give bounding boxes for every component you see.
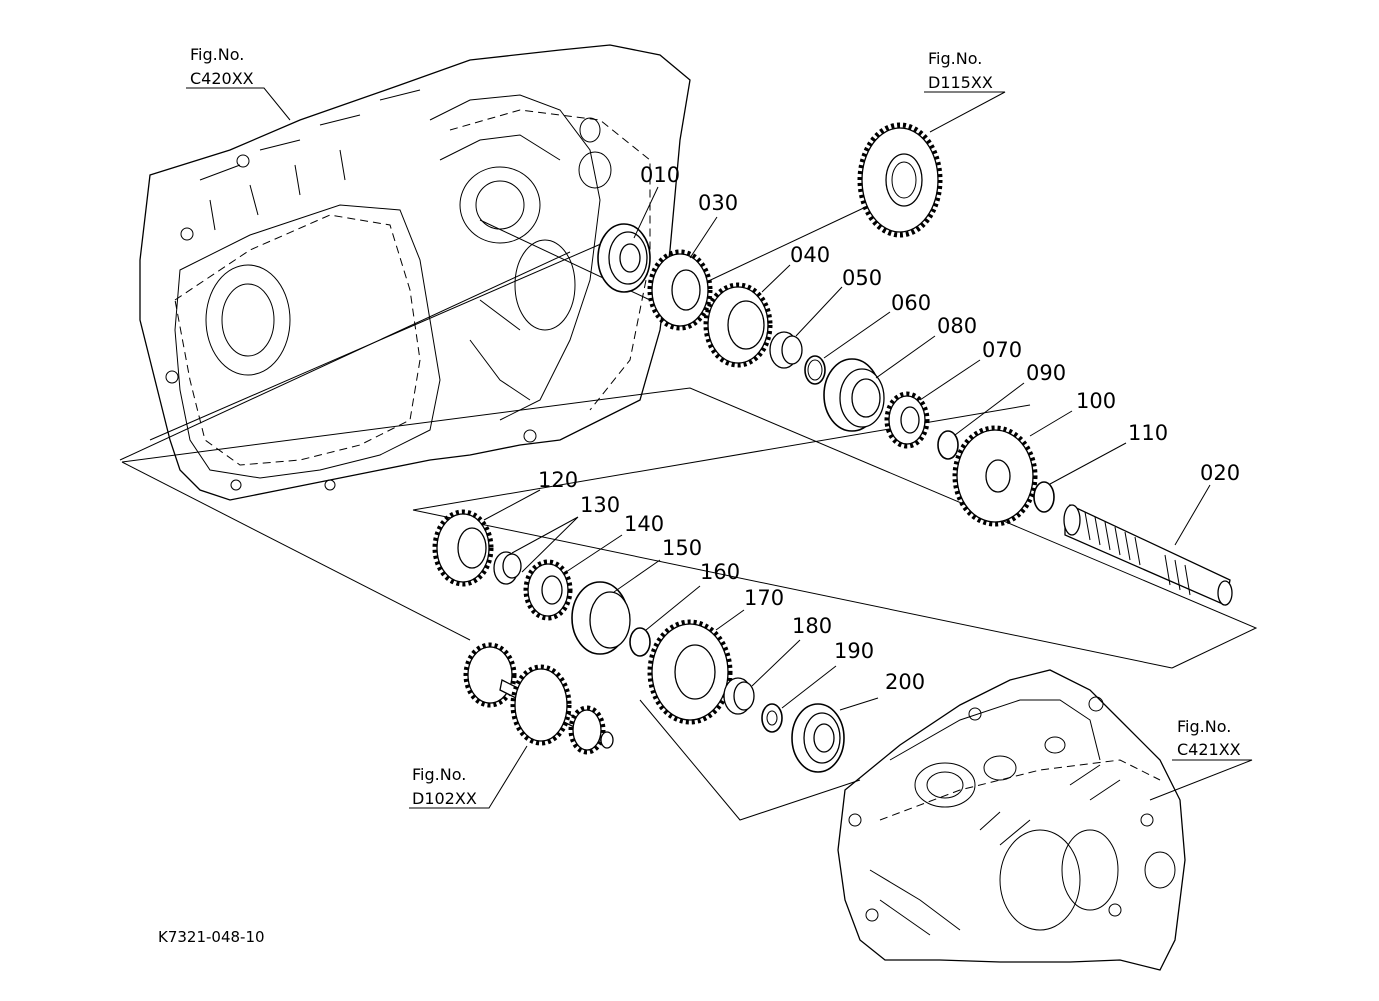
leader-lines (186, 87, 1253, 809)
right-transmission-case (837, 669, 1186, 971)
fig-ref-c420-line1: Fig.No. (190, 45, 244, 64)
lower-shaft-parts (432, 509, 845, 773)
label-100: 100 (1076, 389, 1116, 413)
plate-100 (952, 425, 1038, 527)
gear-030 (647, 249, 713, 331)
figure-references: Fig.No. C420XX Fig.No. D115XX Fig.No. C4… (190, 45, 1241, 808)
label-190: 190 (834, 639, 874, 663)
label-180: 180 (792, 614, 832, 638)
label-120: 120 (538, 468, 578, 492)
fig-ref-c421-line1: Fig.No. (1177, 717, 1231, 736)
hub-070 (884, 391, 930, 449)
label-150: 150 (662, 536, 702, 560)
label-110: 110 (1128, 421, 1168, 445)
label-050: 050 (842, 266, 882, 290)
label-160: 160 (700, 560, 740, 584)
fig-ref-c420-line2: C420XX (190, 69, 254, 88)
sleeve-080 (823, 358, 885, 432)
upper-shaft-parts (597, 122, 1233, 606)
shaft-020 (1063, 504, 1233, 606)
gear-d115 (857, 122, 943, 238)
bearing-200 (791, 703, 845, 773)
fig-ref-c421-line2: C421XX (1177, 740, 1241, 759)
label-130: 130 (580, 493, 620, 517)
ring-060 (804, 355, 826, 385)
part-number-labels: 010 030 040 050 060 080 070 090 100 110 … (538, 163, 1240, 694)
label-170: 170 (744, 586, 784, 610)
sleeve-150 (571, 581, 631, 655)
label-070: 070 (982, 338, 1022, 362)
label-030: 030 (698, 191, 738, 215)
label-060: 060 (891, 291, 931, 315)
needle-bearing-180 (723, 677, 755, 715)
ring-090 (937, 430, 959, 460)
fig-ref-d115-line1: Fig.No. (928, 49, 982, 68)
ring-110 (1033, 481, 1055, 513)
fig-ref-d102-line2: D102XX (412, 789, 477, 808)
gear-040 (703, 282, 773, 368)
label-140: 140 (624, 512, 664, 536)
drawing-number: K7321-048-10 (158, 928, 265, 946)
label-010: 010 (640, 163, 680, 187)
fig-ref-d115-line2: D115XX (928, 73, 993, 92)
label-090: 090 (1026, 361, 1066, 385)
gear-120 (432, 509, 494, 587)
gear-set-d102 (463, 642, 614, 755)
fig-ref-d102-line1: Fig.No. (412, 765, 466, 784)
needle-bearing-130 (493, 551, 522, 585)
label-080: 080 (937, 314, 977, 338)
left-transmission-case (139, 44, 691, 501)
label-040: 040 (790, 243, 830, 267)
label-020: 020 (1200, 461, 1240, 485)
gear-170 (647, 619, 733, 725)
needle-bearing-050 (769, 331, 803, 369)
label-200: 200 (885, 670, 925, 694)
washer-190 (761, 703, 783, 733)
bearing-010 (597, 223, 651, 293)
hub-140 (523, 559, 573, 621)
ring-160 (629, 627, 651, 657)
